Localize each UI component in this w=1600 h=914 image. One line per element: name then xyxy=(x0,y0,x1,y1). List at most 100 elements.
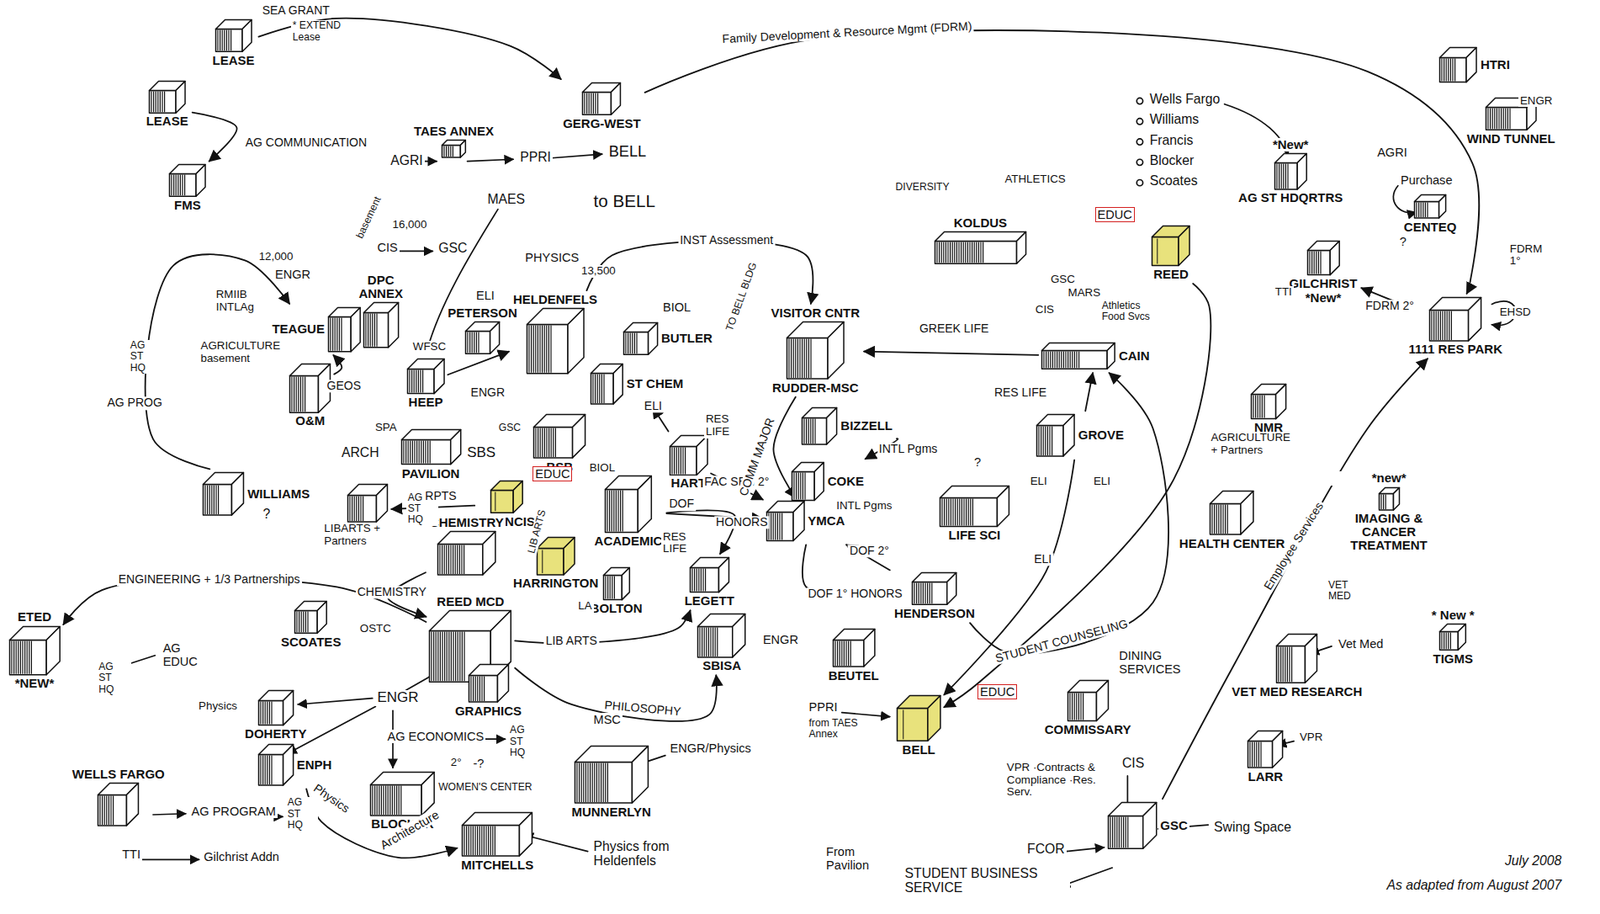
cube-side xyxy=(519,812,533,856)
hatch xyxy=(953,242,955,264)
building: GSC xyxy=(1107,800,1190,850)
hatch xyxy=(1382,493,1384,509)
hatch xyxy=(360,495,362,521)
building-name: LEASE xyxy=(210,53,256,68)
building-name: GSC xyxy=(1158,818,1190,832)
building: HELDENFELS xyxy=(511,292,599,375)
building-name: HEEP xyxy=(407,395,446,409)
hatch xyxy=(931,582,933,604)
cube-side xyxy=(611,83,621,116)
move-arrow xyxy=(969,372,1169,654)
hatch xyxy=(270,755,272,785)
hatch xyxy=(297,376,299,412)
hatch xyxy=(943,498,945,526)
building-name: TAES ANNEX xyxy=(412,124,496,138)
hatch xyxy=(112,795,114,825)
hatch xyxy=(476,676,478,702)
building: GROVE xyxy=(1035,413,1126,457)
building-name: BIZZELL xyxy=(838,418,895,433)
cube-front xyxy=(897,707,928,741)
hatch xyxy=(1280,163,1282,189)
cube-side xyxy=(282,689,293,725)
hatch xyxy=(1261,394,1263,418)
annotation: VPR xyxy=(1298,731,1325,744)
building-name: LEASE xyxy=(144,114,191,128)
building-icon xyxy=(603,474,653,534)
building-icon xyxy=(257,688,295,726)
hatch xyxy=(978,242,980,264)
building-icon xyxy=(8,625,62,676)
annotation: AG ST HQ xyxy=(286,796,318,831)
hatch xyxy=(376,784,378,814)
annotation: AG ST HQ xyxy=(96,661,131,695)
cube-side xyxy=(1240,491,1254,535)
hatch xyxy=(929,582,931,604)
hatch xyxy=(625,333,626,355)
hatch xyxy=(1056,351,1058,369)
hatch xyxy=(217,29,218,51)
hatch xyxy=(1112,816,1113,848)
cube-front xyxy=(1378,492,1394,509)
hatch xyxy=(808,339,810,379)
hatch xyxy=(1425,202,1426,218)
hatch xyxy=(479,826,481,855)
hatch xyxy=(150,90,152,112)
hatch xyxy=(300,376,302,412)
hatch xyxy=(541,549,543,573)
building-name: ETED xyxy=(15,609,53,624)
cube-front xyxy=(468,675,498,703)
building: CENTEQ xyxy=(1402,193,1459,234)
hatch xyxy=(1048,351,1050,369)
building-icon xyxy=(489,479,525,514)
cube-side xyxy=(127,783,139,826)
annotation: GSC xyxy=(497,422,523,434)
annotation: WFSC xyxy=(411,340,448,354)
hatch xyxy=(611,490,613,532)
building-icon xyxy=(467,662,510,704)
building-icon xyxy=(1306,239,1341,276)
annotation: CIS xyxy=(1033,303,1056,317)
hatch xyxy=(464,631,466,682)
building-name: HELDENFELS xyxy=(511,292,599,307)
building-icon xyxy=(1150,224,1192,267)
building-name: IMAGING & CANCER TREATMENT xyxy=(1330,511,1447,553)
hatch xyxy=(477,332,479,354)
hatch xyxy=(416,440,418,464)
hatch xyxy=(708,626,710,656)
hatch xyxy=(336,317,338,350)
cube-front xyxy=(605,489,639,533)
connector-label: GEOS xyxy=(325,379,363,393)
hatch xyxy=(699,626,701,656)
annotation: AGRICULTURE + Partners xyxy=(1208,431,1299,456)
hatch xyxy=(918,582,920,604)
cube-side xyxy=(282,744,293,785)
hatch xyxy=(26,640,27,673)
building-icon xyxy=(369,770,436,816)
building-icon xyxy=(1413,193,1447,219)
building-name: * New * xyxy=(1430,608,1477,622)
hatch xyxy=(951,242,953,264)
hatch xyxy=(965,498,967,526)
hatch xyxy=(442,631,444,682)
hatch xyxy=(593,762,595,803)
building-name: DPC ANNEX xyxy=(353,273,408,301)
connector-label: ELI xyxy=(1032,552,1054,566)
hatch xyxy=(418,440,419,464)
hatch xyxy=(795,472,797,500)
cube-side xyxy=(621,567,630,600)
cube-front xyxy=(438,543,483,574)
hatch xyxy=(383,784,385,814)
annotation: RES LIFE xyxy=(704,413,749,438)
hatch xyxy=(798,472,800,500)
building: WELLS FARGO xyxy=(70,767,167,827)
cube-side xyxy=(1016,232,1026,265)
cube-side xyxy=(497,664,509,703)
building: BEUTEL xyxy=(826,627,881,683)
building-icon xyxy=(589,362,625,405)
hatch xyxy=(812,418,814,444)
building-name: CENTEQ xyxy=(1402,220,1459,234)
annotation: PPRI xyxy=(806,699,839,714)
building-icon xyxy=(1208,489,1255,536)
cube-side xyxy=(826,407,838,445)
